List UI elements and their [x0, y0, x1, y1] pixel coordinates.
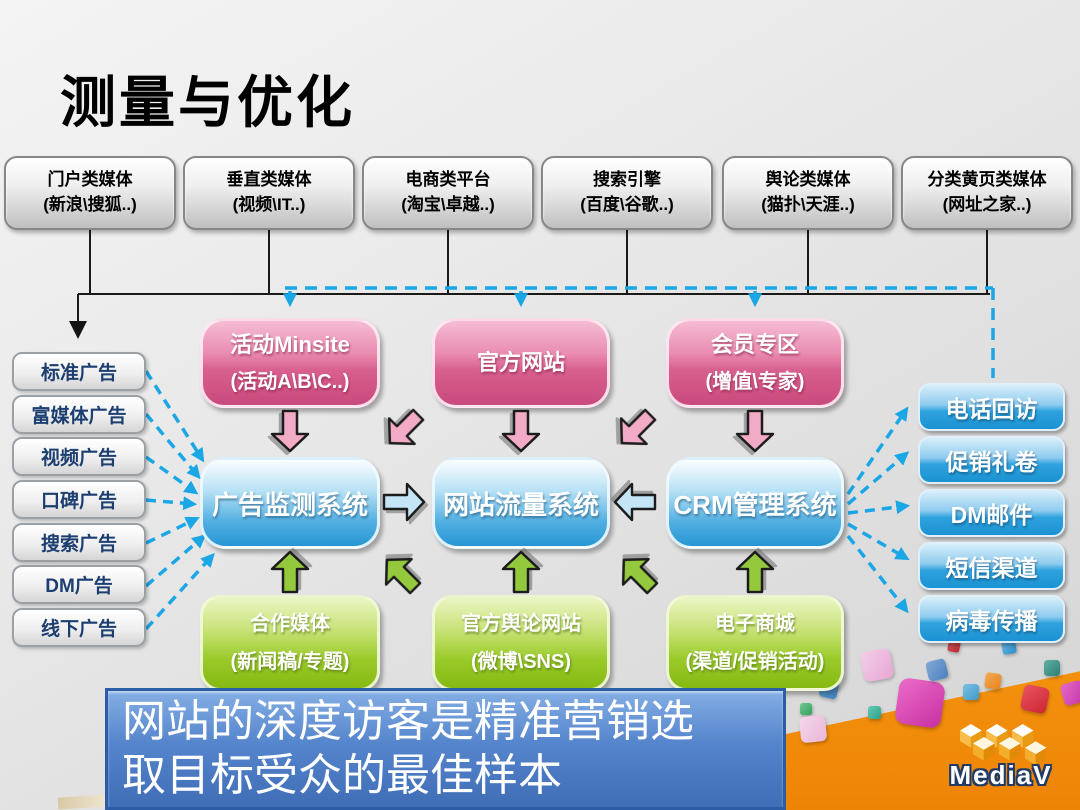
- media-box-search: 搜索引擎 (百度\谷歌..): [541, 156, 713, 230]
- ad-box-label: 口碑广告: [40, 491, 117, 512]
- ad-box-search: 搜索广告: [12, 523, 146, 562]
- mediav-logo-icon: [960, 724, 1047, 766]
- page-title: 测量与优化: [60, 71, 355, 134]
- green-up-arrow-icon: [501, 550, 541, 594]
- channel-box-callback: 电话回访: [918, 383, 1065, 431]
- site-box-label: 官方网站: [476, 349, 565, 375]
- source-box-partner-media: 合作媒体 (新闻稿/专题): [200, 595, 380, 691]
- source-box-label: 合作媒体: [250, 613, 330, 635]
- ad-box-label: 搜索广告: [40, 534, 117, 555]
- pink-diagonal-arrow-icon: [619, 408, 657, 446]
- site-box-minisite: 活动Minsite (活动A\B\C..): [200, 318, 380, 408]
- pink-diagonal-arrow-icon: [387, 408, 425, 446]
- pink-down-arrow-icon: [270, 409, 310, 453]
- source-box-label: 电子商城: [715, 613, 795, 635]
- media-box-sublabel: (淘宝\卓越..): [401, 195, 495, 214]
- ad-box-wom: 口碑广告: [12, 480, 146, 519]
- system-box-ad-monitor: 广告监测系统: [200, 457, 380, 549]
- channel-box-label: DM邮件: [950, 502, 1033, 528]
- ad-box-offline: 线下广告: [12, 608, 146, 647]
- site-box-label: 会员专区: [710, 332, 799, 358]
- pink-down-arrow-icon: [501, 409, 541, 453]
- channel-box-sms: 短信渠道: [918, 542, 1065, 590]
- green-diagonal-arrow-icon: [621, 557, 659, 595]
- ad-box-label: 线下广告: [40, 619, 117, 640]
- ad-box-video: 视频广告: [12, 437, 146, 476]
- source-box-label: 官方舆论网站: [461, 613, 581, 635]
- channel-box-dm-mail: DM邮件: [918, 489, 1065, 537]
- ad-box-label: 标准广告: [40, 363, 117, 384]
- blue-left-arrow-icon: [613, 482, 657, 522]
- system-box-crm: CRM管理系统: [666, 457, 844, 549]
- channel-box-coupon: 促销礼卷: [918, 436, 1065, 484]
- green-diagonal-arrow-icon: [384, 557, 422, 595]
- system-box-label: 网站流量系统: [442, 489, 599, 520]
- media-box-portal: 门户类媒体 (新浪\搜狐..): [4, 156, 176, 230]
- system-box-label: 广告监测系统: [211, 489, 368, 520]
- decor-cube: [800, 703, 812, 715]
- system-box-web-traffic: 网站流量系统: [432, 457, 610, 549]
- site-box-label: 活动Minsite: [230, 332, 350, 358]
- pink-down-arrow-icon: [735, 409, 775, 453]
- channel-box-label: 短信渠道: [945, 555, 1038, 581]
- media-box-label: 垂直类媒体: [226, 170, 312, 190]
- media-box-opinion: 舆论类媒体 (猫扑\天涯..): [722, 156, 894, 230]
- source-box-sublabel: (渠道/促销活动): [685, 651, 825, 673]
- ad-box-richmedia: 富媒体广告: [12, 395, 146, 434]
- decor-cube: [868, 706, 881, 719]
- site-box-official: 官方网站: [432, 318, 610, 408]
- site-box-sublabel: (增值\专家): [705, 370, 805, 393]
- channel-box-label: 促销礼卷: [945, 449, 1038, 475]
- media-box-yellowpages: 分类黄页类媒体 (网址之家..): [901, 156, 1073, 230]
- banner-line-1: 网站的深度访客是精准营销选: [122, 697, 694, 746]
- blue-right-arrow-icon: [382, 482, 426, 522]
- channel-box-viral: 病毒传播: [918, 595, 1065, 643]
- media-box-label: 分类黄页类媒体: [927, 170, 1047, 190]
- banner-line-2: 取目标受众的最佳样本: [122, 750, 562, 800]
- media-box-label: 电商类平台: [405, 170, 491, 190]
- decor-cube: [963, 684, 979, 700]
- site-box-member: 会员专区 (增值\专家): [666, 318, 844, 408]
- media-box-label: 搜索引擎: [593, 170, 661, 190]
- media-box-vertical: 垂直类媒体 (视频\IT..): [183, 156, 355, 230]
- site-box-sublabel: (活动A\B\C..): [230, 370, 350, 393]
- ad-box-label: 视频广告: [40, 448, 117, 469]
- green-up-arrow-icon: [735, 550, 775, 594]
- ad-box-label: 富媒体广告: [31, 406, 127, 427]
- ad-box-standard: 标准广告: [12, 352, 146, 391]
- system-box-label: CRM管理系统: [673, 489, 837, 520]
- decor-cube: [1044, 660, 1060, 676]
- media-box-sublabel: (猫扑\天涯..): [761, 195, 855, 214]
- media-box-sublabel: (视频\IT..): [232, 195, 306, 214]
- source-box-eshop: 电子商城 (渠道/促销活动): [666, 595, 844, 691]
- channel-box-label: 病毒传播: [945, 608, 1038, 634]
- key-message-banner: 网站的深度访客是精准营销选 取目标受众的最佳样本: [105, 688, 786, 810]
- channel-box-label: 电话回访: [945, 396, 1038, 422]
- mediav-logo-text: MediaV: [949, 760, 1053, 790]
- source-box-sublabel: (微博\SNS): [471, 651, 571, 673]
- media-box-sublabel: (百度\谷歌..): [580, 195, 674, 214]
- media-box-sublabel: (新浪\搜狐..): [43, 195, 137, 214]
- media-box-sublabel: (网址之家..): [942, 195, 1032, 214]
- ad-box-label: DM广告: [45, 576, 113, 597]
- source-box-official-opinion: 官方舆论网站 (微博\SNS): [432, 595, 610, 691]
- media-box-label: 舆论类媒体: [765, 170, 851, 190]
- media-box-ecommerce: 电商类平台 (淘宝\卓越..): [362, 156, 534, 230]
- ad-box-dm: DM广告: [12, 565, 146, 604]
- green-up-arrow-icon: [270, 550, 310, 594]
- media-box-label: 门户类媒体: [47, 170, 133, 190]
- source-box-sublabel: (新闻稿/专题): [230, 651, 350, 673]
